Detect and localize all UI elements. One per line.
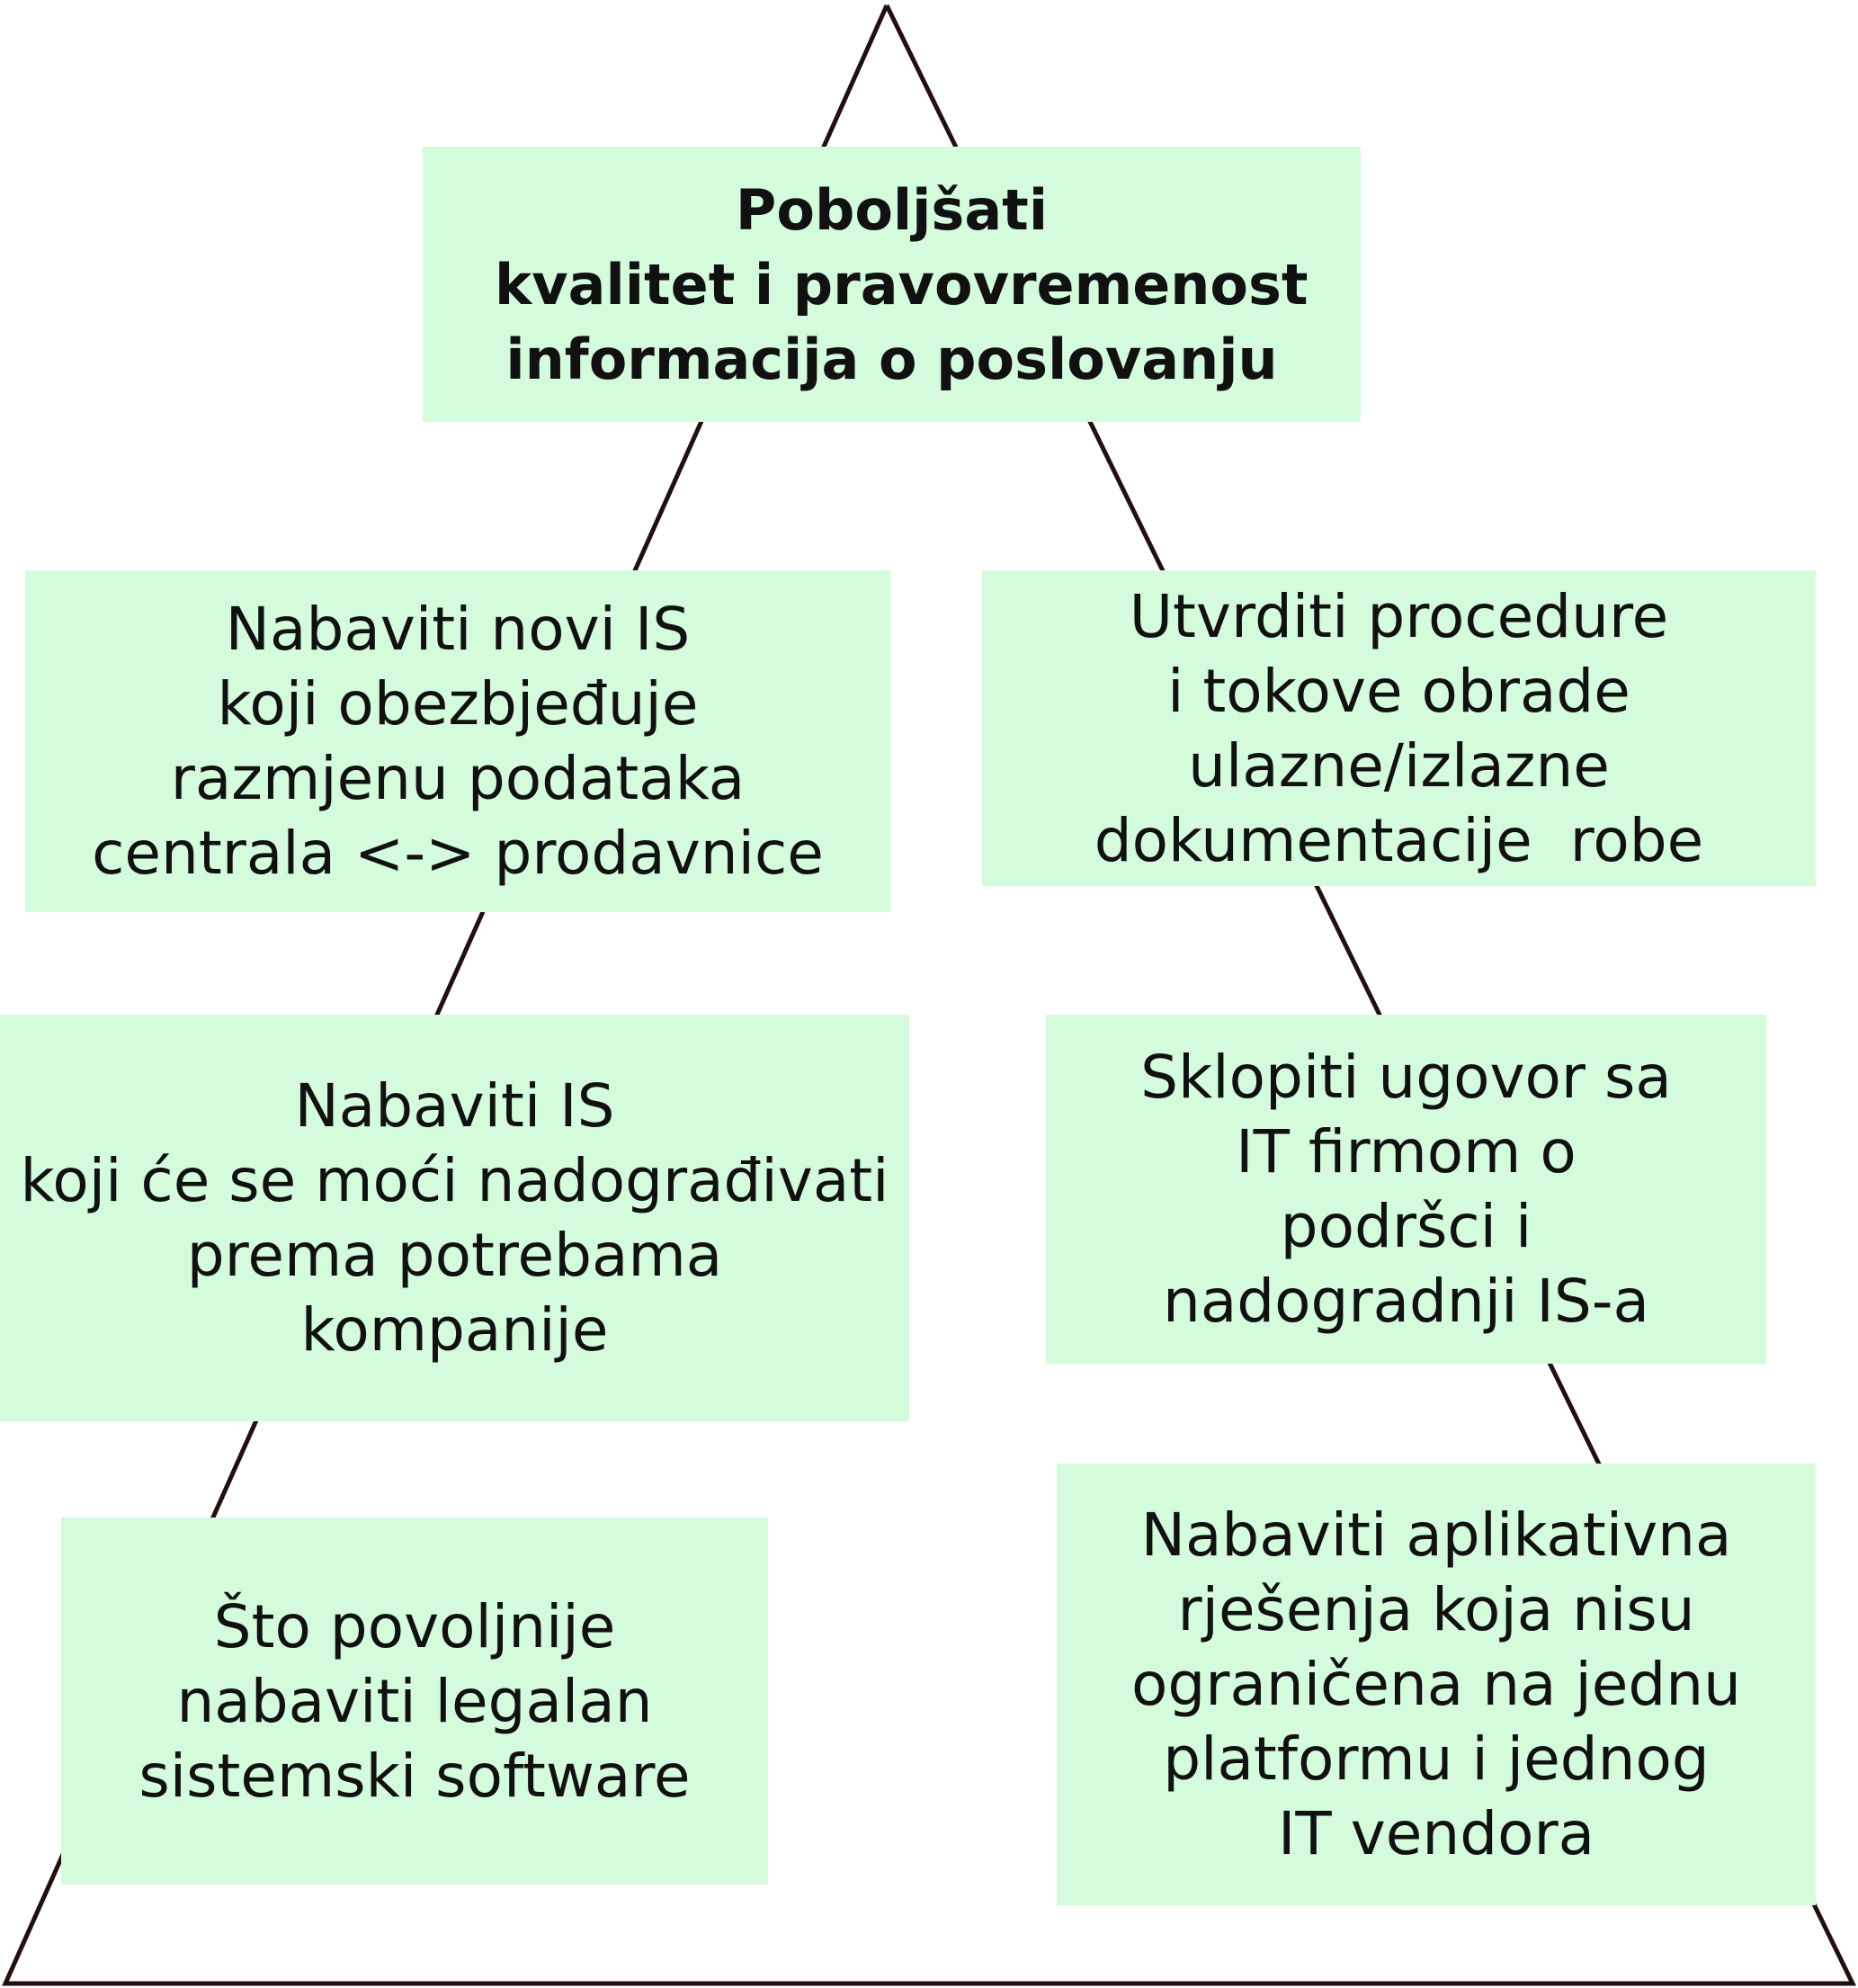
left-goal-box-1: Nabaviti novi IS koji obezbjeđuje razmje… <box>25 570 890 912</box>
pyramid-edges <box>2 4 1857 1986</box>
left-goal-1-line-3: razmjenu podataka <box>170 744 746 813</box>
left-goal-1-line-1: Nabaviti novi IS <box>225 595 691 664</box>
right-goal-box-2: Sklopiti ugovor sa IT firmom o podršci i… <box>1046 1015 1766 1364</box>
right-goal-3-line-3: ograničena na jednu <box>1131 1650 1741 1719</box>
left-goal-1-line-4: centrala <-> prodavnice <box>92 819 824 888</box>
right-goal-3-line-4: platformu i jednog <box>1163 1724 1710 1794</box>
left-goal-2-line-3: prema potrebama <box>186 1221 723 1290</box>
top-goal-line-1: Poboljšati <box>735 176 1049 243</box>
right-goal-1-line-4: dokumentacije robe <box>1094 805 1704 875</box>
left-goal-3-line-1: Što povoljnije <box>213 1591 616 1661</box>
top-goal-line-3: informacija o poslovanju <box>505 326 1278 392</box>
right-goal-3-line-5: IT vendora <box>1277 1799 1595 1868</box>
right-goal-3-line-1: Nabaviti aplikativna <box>1140 1500 1732 1570</box>
right-goal-box-1: Utvrditi procedure i tokove obrade ulazn… <box>982 570 1816 886</box>
left-goal-2-line-2: koji će se moći nadograđivati <box>20 1146 889 1215</box>
right-goal-box-3: Nabaviti aplikativna rješenja koja nisu … <box>1057 1464 1816 1905</box>
left-goal-box-3: Što povoljnije nabaviti legalan sistemsk… <box>61 1518 768 1885</box>
right-goal-2-line-2: IT firmom o <box>1236 1117 1577 1187</box>
left-goal-1-line-2: koji obezbjeđuje <box>217 669 699 739</box>
right-goal-1-line-1: Utvrditi procedure <box>1129 581 1669 651</box>
right-goal-2-line-1: Sklopiti ugovor sa <box>1140 1043 1672 1112</box>
right-goal-1-line-2: i tokove obrade <box>1167 656 1630 726</box>
right-goal-1-line-3: ulazne/izlazne <box>1188 730 1610 801</box>
top-goal-line-2: kvalitet i pravovremenost <box>475 251 1309 318</box>
left-goal-2-line-1: Nabaviti IS <box>294 1071 615 1141</box>
left-goal-3-line-2: nabaviti legalan <box>176 1666 653 1736</box>
left-goal-box-2: Nabaviti IS koji će se moći nadograđivat… <box>0 1015 909 1421</box>
left-goal-3-line-3: sistemski software <box>138 1741 691 1811</box>
top-goal-box: Poboljšati kvalitet i pravovremenost inf… <box>423 147 1361 422</box>
right-goal-3-line-2: rješenja koja nisu <box>1177 1575 1695 1644</box>
right-goal-2-line-3: podršci i <box>1280 1192 1532 1261</box>
right-goal-2-line-4: nadogradnji IS-a <box>1162 1267 1650 1336</box>
left-goal-2-line-4: kompanije <box>300 1295 609 1365</box>
